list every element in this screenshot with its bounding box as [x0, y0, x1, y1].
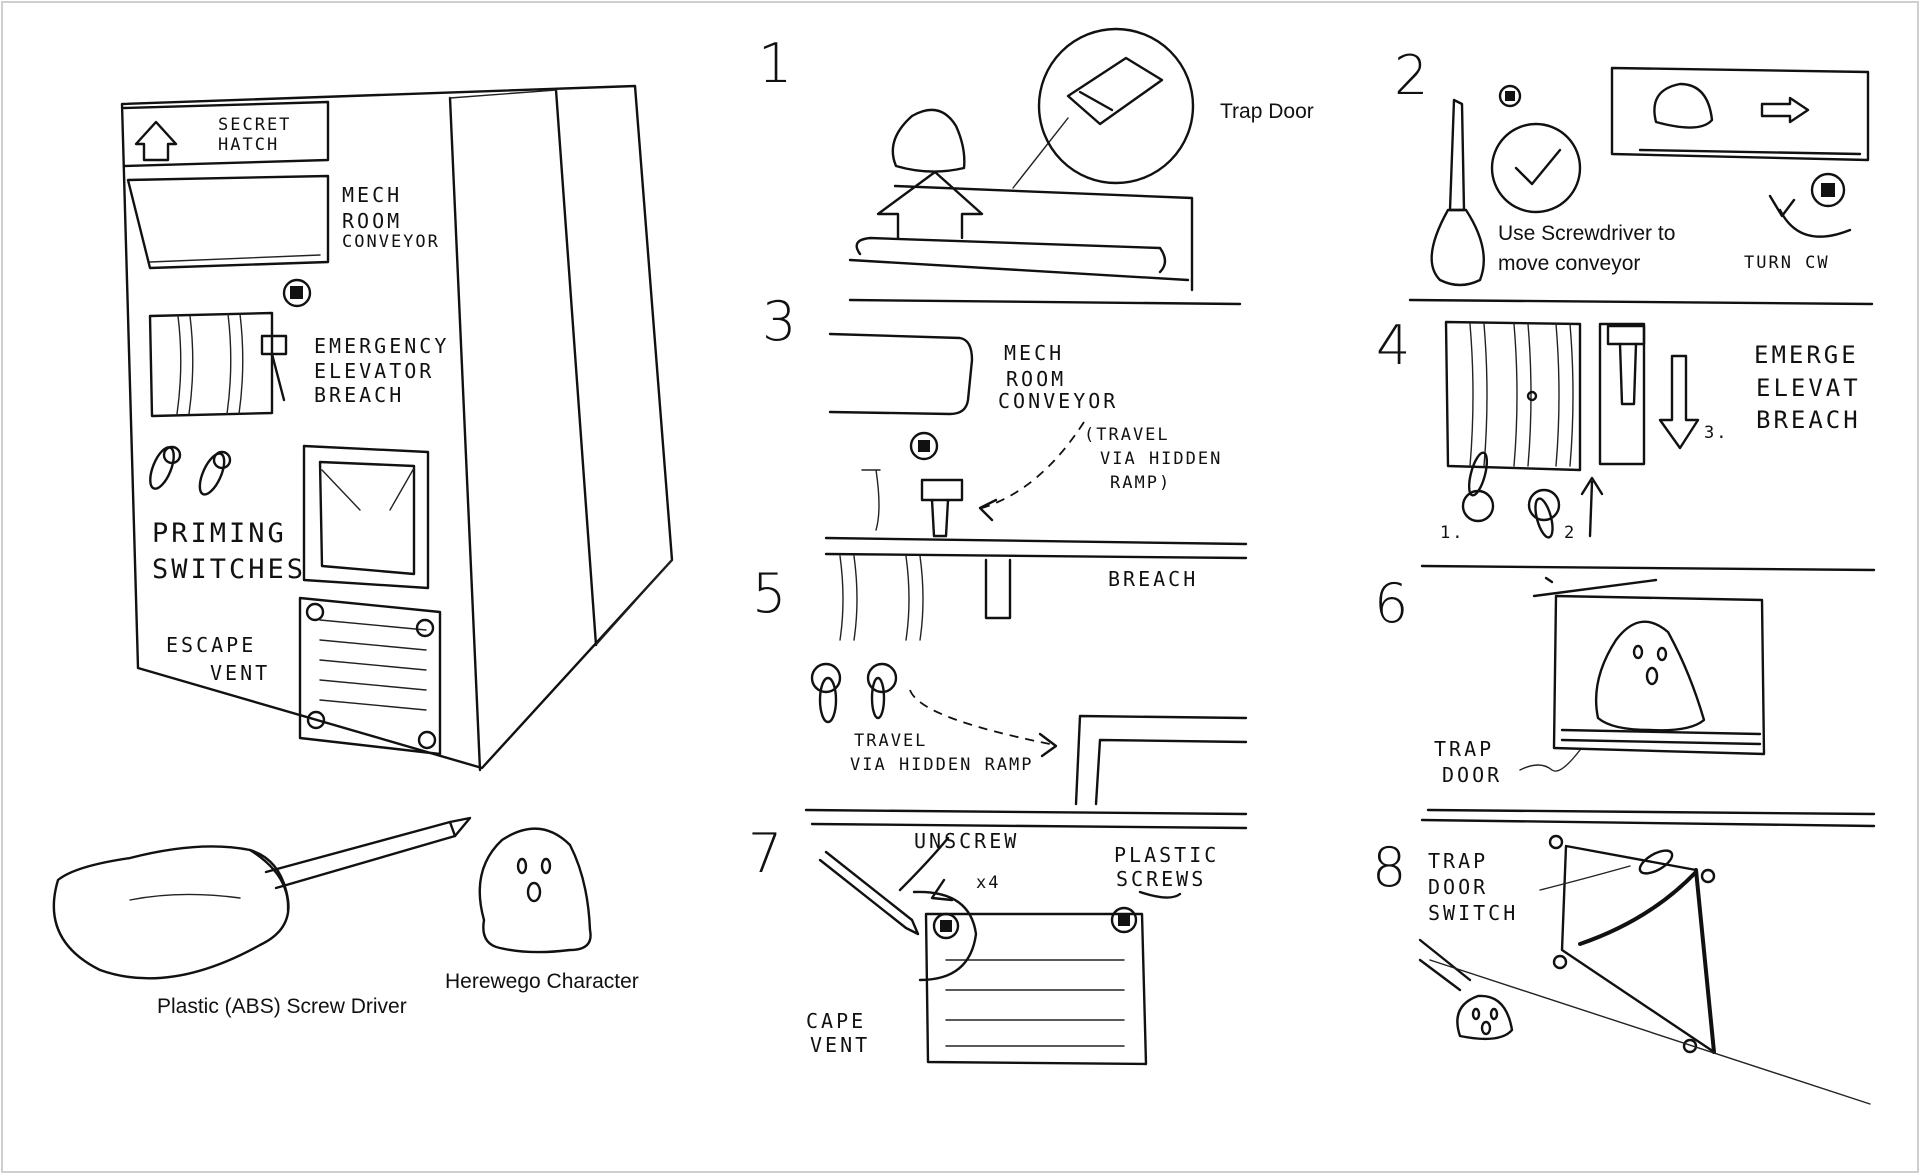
turn-cw-label: TURN CW: [1744, 253, 1830, 273]
step-6-trap-1: TRAP: [1434, 737, 1494, 761]
device-overview: SECRET HATCH MECH ROOM CONVEYOR EMERGENC…: [120, 84, 674, 772]
step-8: 8 TRAP DOOR SWITCH: [1372, 818, 1876, 1105]
mech-room-label-3: CONVEYOR: [342, 232, 440, 252]
step-4-number: 4: [1376, 314, 1410, 377]
step-4-label-3: BREACH: [1756, 406, 1861, 434]
step-4-marker-1: 1.: [1440, 523, 1464, 543]
breach-label: BREACH: [1108, 567, 1198, 591]
step-2-number: 2: [1394, 44, 1428, 107]
step-7-escape-1: CAPE: [806, 1009, 866, 1033]
step-8-trap-2: DOOR: [1428, 875, 1488, 899]
step-3-travel-2: VIA HIDDEN: [1100, 449, 1222, 469]
mech-room-label-2: ROOM: [342, 209, 402, 233]
plastic-screws-1: PLASTIC: [1114, 843, 1219, 867]
step-7-number: 7: [748, 822, 782, 885]
step-6-trap-2: DOOR: [1442, 763, 1502, 787]
plastic-screws-2: SCREWS: [1116, 867, 1206, 891]
step-5-travel-1: TRAVEL: [854, 731, 927, 751]
step-4-label-2: ELEVAT: [1756, 374, 1861, 402]
escape-label-2: VENT: [210, 661, 270, 685]
step-1: 1 Trap Door: [758, 27, 1314, 292]
step-8-trap-1: TRAP: [1428, 849, 1488, 873]
screwdriver-icon: [52, 816, 472, 980]
step-6-number: 6: [1374, 572, 1408, 635]
step-5-travel-2: VIA HIDDEN RAMP: [850, 755, 1034, 775]
times-label: x4: [976, 873, 1000, 893]
step-5-number: 5: [752, 562, 786, 625]
trap-door-label-1: Trap Door: [1220, 100, 1314, 123]
step-3-mech-1: MECH: [1004, 341, 1064, 365]
secret-hatch-label-1: SECRET: [218, 115, 291, 135]
step-1-number: 1: [758, 32, 792, 95]
step-7-escape-2: VENT: [810, 1033, 870, 1057]
emergency-label-2: ELEVATOR: [314, 359, 434, 383]
escape-label-1: ESCAPE: [166, 633, 256, 657]
step-3-number: 3: [762, 290, 796, 353]
emergency-label-3: BREACH: [314, 383, 404, 407]
step-3-travel-1: (TRAVEL: [1084, 425, 1170, 445]
step-4-marker-2: 2: [1564, 523, 1576, 543]
character-caption: Herewego Character: [445, 970, 639, 993]
step-4-marker-3: 3.: [1704, 423, 1728, 443]
step-2-instruction-1: Use Screwdriver to: [1498, 222, 1675, 245]
step-2: 2 Use Screwdriver to move conveyor TURN …: [1394, 44, 1874, 306]
step-7: 7 UNSCREW x4 PLASTIC SCREWS CAPE VENT: [748, 822, 1248, 1066]
priming-label-1: PRIMING: [152, 518, 287, 549]
step-3-mech-3: CONVEYOR: [998, 389, 1118, 413]
step-2-instruction-2: move conveyor: [1498, 252, 1640, 275]
step-3: 3 MECH ROOM CONVEYOR (TRAVEL VIA HIDDEN …: [762, 290, 1248, 546]
emergency-label-1: EMERGENCY: [314, 334, 449, 358]
step-8-trap-3: SWITCH: [1428, 901, 1518, 925]
secret-hatch-label-2: HATCH: [218, 135, 279, 155]
unscrew-label: UNSCREW: [914, 829, 1019, 853]
step-3-mech-2: ROOM: [1006, 367, 1066, 391]
step-8-number: 8: [1372, 836, 1406, 899]
character-icon: [478, 827, 592, 954]
mech-room-label-1: MECH: [342, 183, 402, 207]
step-4-label-1: EMERGE: [1754, 341, 1859, 369]
priming-label-2: SWITCHES: [152, 554, 306, 585]
step-3-travel-3: RAMP): [1110, 473, 1171, 493]
screwdriver-caption: Plastic (ABS) Screw Driver: [157, 995, 407, 1018]
step-4: 4 EMERGE ELEVAT BREACH 1. 2 3.: [1376, 314, 1876, 572]
step-6: 6 TRAP DOOR: [1374, 572, 1876, 816]
step-5: 5 BREACH TRAVEL VIA HIDDEN RAMP: [752, 552, 1248, 816]
